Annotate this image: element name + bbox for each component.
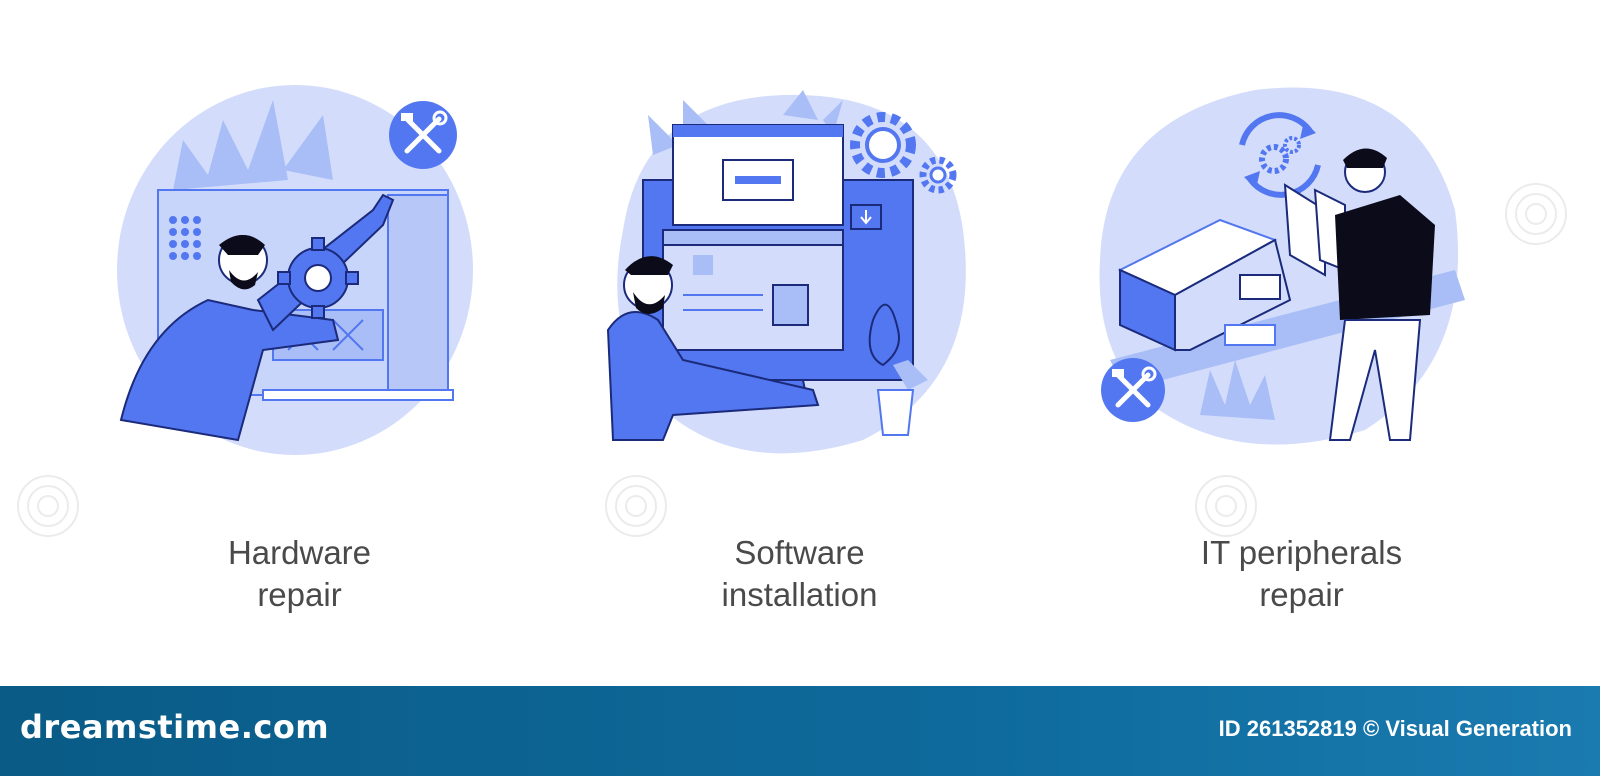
panel-caption: Hardware repair: [33, 532, 566, 616]
caption-line-1: Software: [734, 534, 865, 571]
caption-line-2: repair: [1259, 576, 1344, 613]
panel-caption: IT peripherals repair: [1035, 532, 1568, 616]
gear-icon: [277, 237, 359, 319]
panel-it-peripherals-repair: IT peripherals repair: [1035, 0, 1568, 685]
panel-hardware-repair: Hardware repair: [33, 0, 566, 685]
it-peripherals-repair-illustration: [1099, 87, 1465, 445]
tools-icon: [1101, 358, 1165, 422]
watermark-spiral-icon: [1195, 475, 1257, 537]
sync-gear-icon: [1239, 112, 1321, 198]
caption-line-1: IT peripherals: [1200, 534, 1403, 571]
small-gear-icon: [919, 156, 957, 194]
brand-logo: dreamstime.com: [20, 708, 330, 746]
copyright-symbol: ©: [1363, 716, 1380, 741]
caption-line-1: Hardware: [227, 534, 372, 571]
image-id: ID 261352819: [1218, 716, 1357, 741]
hardware-repair-illustration: [117, 85, 473, 455]
panel-caption: Software installation: [533, 532, 1066, 616]
caption-line-2: installation: [721, 576, 878, 613]
gear-icon: [850, 112, 916, 178]
panel-software-installation: Software installation: [533, 0, 1066, 685]
watermark-spiral-icon: [605, 475, 667, 537]
author-name: Visual Generation: [1385, 716, 1572, 741]
footer-banner: dreamstime.com ID 261352819 © Visual Gen…: [0, 686, 1600, 776]
image-credit: ID 261352819 © Visual Generation: [1219, 716, 1572, 742]
caption-line-2: repair: [257, 576, 342, 613]
software-installation-illustration: [606, 90, 966, 454]
watermark-spiral-icon: [1505, 183, 1567, 245]
watermark-spiral-icon: [17, 475, 79, 537]
tools-icon: [389, 101, 457, 169]
